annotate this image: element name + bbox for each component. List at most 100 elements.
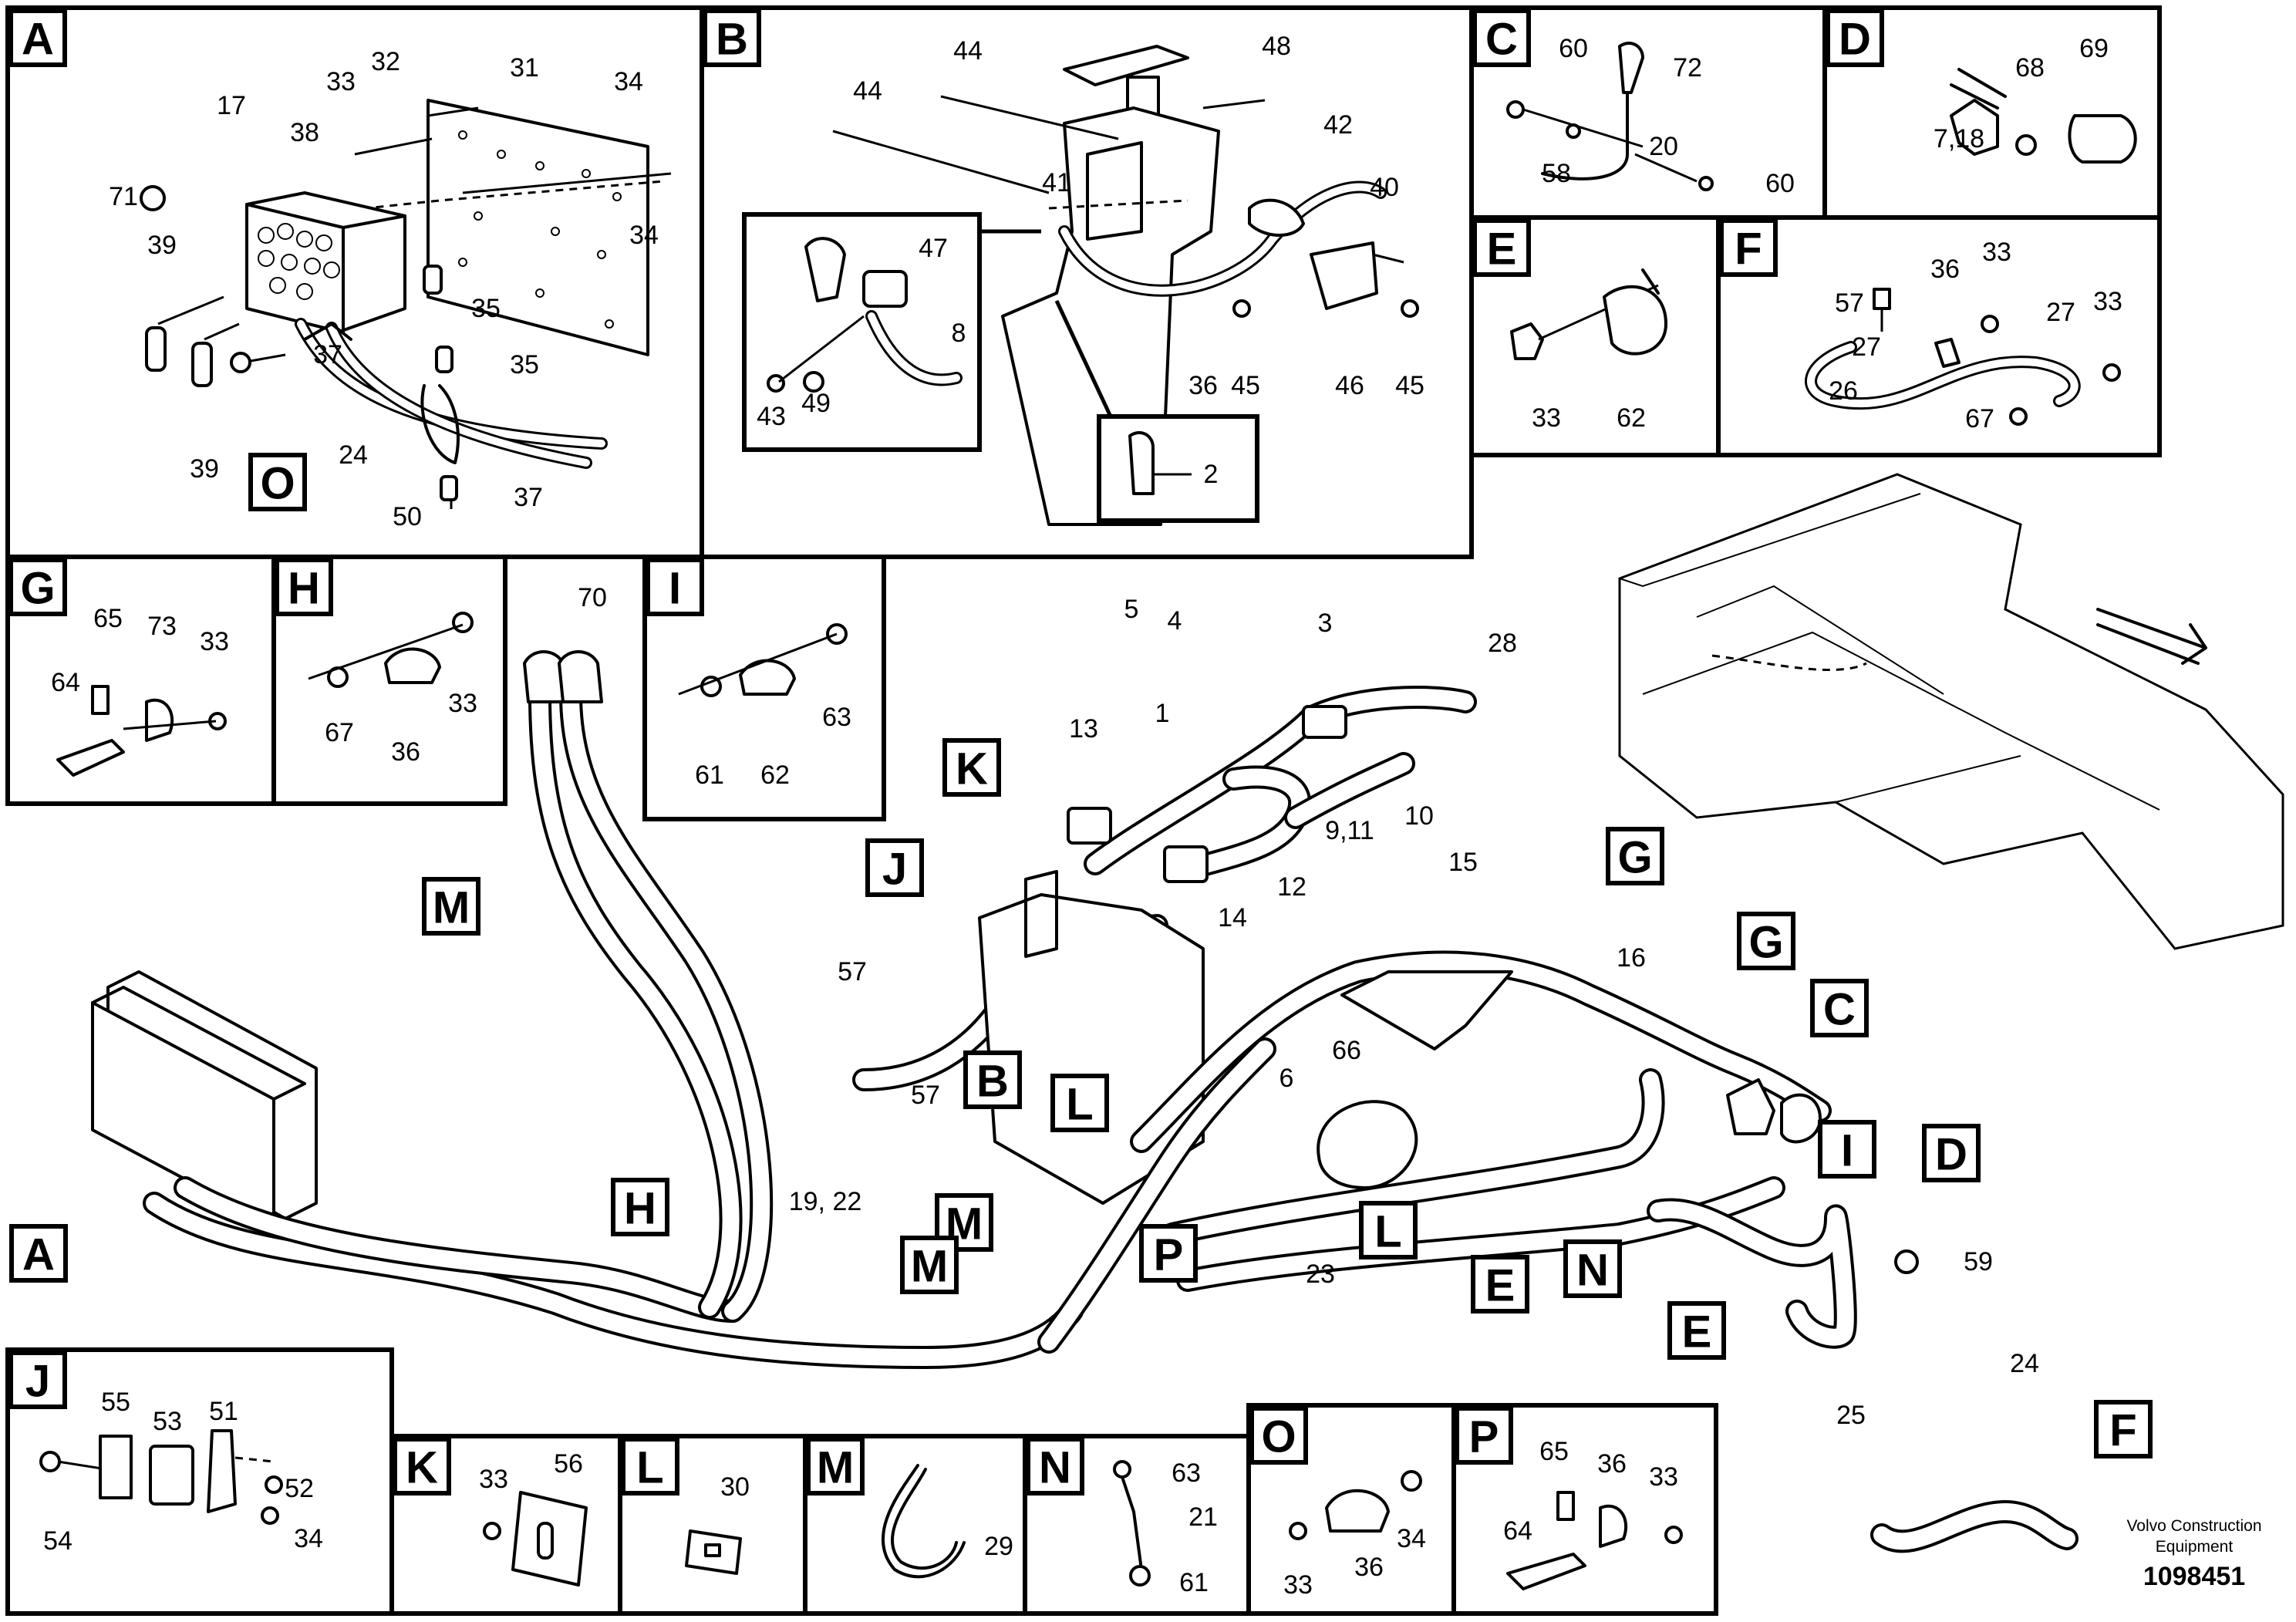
part-number-main-view-20: 24 — [2010, 1349, 2039, 1378]
part-number-panel-a-0: 17 — [217, 91, 246, 120]
part-number-panel-k-0: 33 — [479, 1465, 508, 1494]
callout-c-2: C — [1810, 979, 1869, 1037]
panel-letter-p: P — [1455, 1406, 1513, 1465]
part-number-panel-a-13: 37 — [313, 340, 342, 369]
panel-letter-g: G — [8, 558, 67, 616]
panel-letter-n-text: N — [1039, 1443, 1071, 1493]
part-number-panel-b-7: 8 — [952, 319, 966, 348]
part-number-panel-a-7: 71 — [109, 182, 138, 211]
part-number-panel-a-4: 34 — [614, 67, 643, 96]
part-number-panel-b-5: 40 — [1370, 173, 1399, 202]
part-number-main-view-6: 1 — [1155, 699, 1170, 728]
callout-b-1: B — [963, 1050, 1022, 1109]
panel-f-art — [1805, 288, 2121, 426]
callout-m-17: M — [900, 1236, 959, 1294]
part-number-panel-a-5: 34 — [629, 221, 659, 250]
part-number-panel-j-3: 52 — [285, 1474, 314, 1503]
part-number-main-view-13: 57 — [911, 1081, 940, 1110]
part-number-panel-o-2: 34 — [1397, 1524, 1426, 1553]
part-number-panel-j-4: 54 — [43, 1526, 72, 1556]
callout-b-1-text: B — [976, 1057, 1009, 1107]
panel-letter-g-text: G — [20, 564, 55, 614]
part-number-panel-p-1: 36 — [1597, 1449, 1627, 1479]
part-number-panel-b-8: 43 — [757, 402, 786, 431]
callout-n-18: N — [1563, 1239, 1622, 1298]
panel-letter-c-text: C — [1485, 15, 1518, 65]
panel-letter-o: O — [1249, 1406, 1308, 1465]
panel-letter-p-text: P — [1469, 1412, 1499, 1462]
panel-letter-a-text: A — [22, 15, 54, 65]
part-number-panel-a-15: 50 — [393, 502, 422, 531]
panel-letter-h-text: H — [288, 564, 320, 614]
part-number-panel-i-0: 63 — [822, 703, 851, 732]
callout-a-0: A — [9, 1224, 68, 1283]
part-number-panel-b-1: 44 — [953, 36, 983, 66]
part-number-panel-g-0: 65 — [93, 604, 123, 633]
part-number-panel-d-1: 69 — [2079, 34, 2109, 63]
panel-letter-o-text: O — [1261, 1412, 1296, 1462]
part-number-panel-j-5: 34 — [294, 1524, 323, 1553]
panel-b-art — [742, 45, 1419, 526]
part-number-panel-f-4: 33 — [2093, 287, 2122, 316]
callout-l-14: L — [1359, 1201, 1418, 1259]
part-number-main-view-21: 25 — [1836, 1401, 1866, 1430]
part-number-panel-a-8: 39 — [147, 231, 177, 260]
part-number-panel-n-0: 63 — [1172, 1458, 1201, 1488]
callout-detail-o-text: O — [260, 459, 295, 509]
part-number-panel-f-3: 27 — [2046, 298, 2075, 327]
part-number-panel-a-9: 39 — [190, 454, 219, 484]
publisher-name-line-2: Equipment — [2156, 1538, 2234, 1556]
panel-letter-j: J — [8, 1351, 67, 1409]
part-number-main-view-10: 12 — [1277, 872, 1306, 902]
panel-letter-m: M — [806, 1437, 865, 1496]
part-number-panel-b-0: 44 — [853, 76, 882, 106]
part-number-main-view-17: 19, 22 — [789, 1187, 862, 1216]
callout-g-7: G — [1606, 827, 1664, 885]
panel-d-art — [1950, 68, 2137, 164]
callout-e-5-text: E — [1682, 1307, 1712, 1357]
callout-h-9: H — [611, 1178, 669, 1236]
part-number-panel-l-0: 30 — [720, 1472, 750, 1502]
panel-letter-e: E — [1472, 218, 1531, 277]
part-number-main-view-18: 23 — [1306, 1259, 1335, 1289]
part-number-panel-h-1: 36 — [391, 737, 420, 767]
part-number-panel-a-1: 33 — [326, 67, 356, 96]
part-number-panel-j-2: 51 — [209, 1397, 238, 1426]
part-number-panel-p-0: 65 — [1539, 1437, 1569, 1466]
callout-g-8-text: G — [1748, 918, 1783, 968]
part-number-panel-c-1: 72 — [1673, 53, 1702, 83]
part-number-panel-g-3: 64 — [51, 668, 80, 697]
callout-p-19-text: P — [1154, 1230, 1184, 1280]
panel-letter-l-text: L — [636, 1443, 663, 1493]
part-number-panel-c-2: 58 — [1542, 159, 1571, 188]
callout-m-17-text: M — [911, 1242, 948, 1292]
callout-f-6: F — [2094, 1400, 2153, 1458]
panel-frames — [5, 5, 2162, 1616]
part-number-main-view-5: 13 — [1069, 714, 1098, 744]
part-number-panel-h-2: 33 — [448, 689, 477, 718]
panel-letter-d-text: D — [1839, 15, 1871, 65]
panel-letter-i: I — [646, 558, 704, 616]
part-number-main-view-0: 70 — [578, 583, 607, 612]
callout-c-2-text: C — [1823, 985, 1856, 1035]
panel-e-art — [1510, 268, 1667, 360]
part-number-panel-a-12: 37 — [514, 483, 543, 512]
part-number-panel-g-2: 33 — [200, 627, 229, 656]
callout-e-5: E — [1667, 1301, 1726, 1360]
panel-letter-b: B — [703, 8, 761, 67]
part-number-panel-p-3: 64 — [1503, 1516, 1532, 1546]
part-number-main-view-3: 3 — [1318, 609, 1333, 638]
panel-letter-f: F — [1719, 218, 1778, 277]
part-number-panel-b-3: 42 — [1323, 110, 1353, 140]
part-number-panel-b-13: 45 — [1395, 371, 1424, 400]
part-number-panel-b-2: 48 — [1262, 32, 1291, 61]
callout-detail-o: O — [248, 453, 307, 511]
part-number-panel-j-1: 53 — [153, 1407, 182, 1436]
part-number-panel-f-7: 67 — [1965, 404, 1994, 433]
part-number-panel-i-1: 61 — [695, 760, 724, 790]
callout-j-11-text: J — [882, 845, 907, 895]
